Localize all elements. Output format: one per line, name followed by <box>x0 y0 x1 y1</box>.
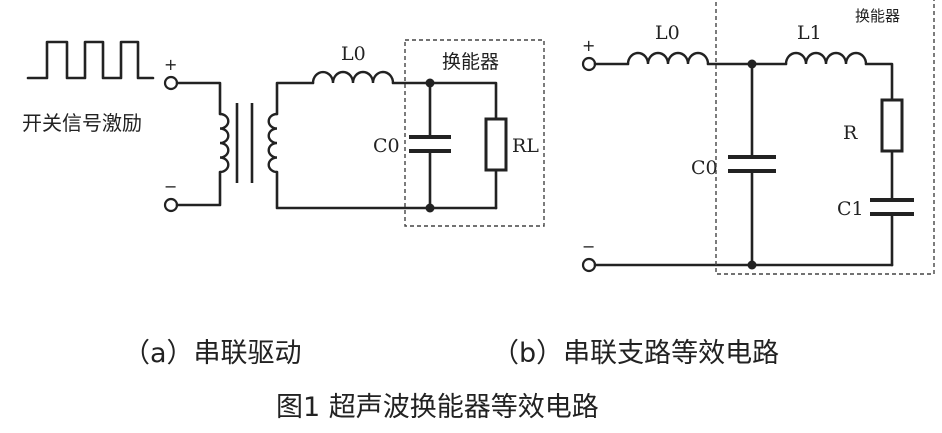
inductor-l1-label: L1 <box>797 22 822 44</box>
plus-sign-a: + <box>164 55 177 74</box>
primary-wire-top <box>175 81 222 116</box>
capacitor-c0-a-label: C0 <box>373 135 400 157</box>
inductor-l0-a-label: L0 <box>341 43 366 65</box>
panel-a: 开关信号激励 + − L0 C0 RL 换能器 <box>22 39 545 227</box>
secondary-wire-top <box>275 81 315 116</box>
junction-bottom-b <box>747 260 757 270</box>
plus-sign-b: + <box>582 36 595 55</box>
transducer-label-a: 换能器 <box>442 51 499 73</box>
terminal-minus-b <box>581 257 597 273</box>
terminal-plus-a <box>163 75 179 91</box>
transducer-box-b <box>715 0 935 275</box>
resistor-r <box>880 98 904 153</box>
terminal-plus-b <box>581 56 597 72</box>
caption-a: （a）串联驱动 <box>123 338 302 369</box>
square-wave-icon <box>26 40 155 80</box>
caption-b: （b）串联支路等效电路 <box>492 338 779 369</box>
terminal-minus-a <box>163 197 179 213</box>
primary-wire-bottom <box>175 170 222 207</box>
minus-sign-a: − <box>164 177 177 196</box>
inductor-l1 <box>784 51 868 65</box>
resistor-rl-label: RL <box>512 135 539 157</box>
secondary-wire-bottom <box>275 170 498 210</box>
source-label: 开关信号激励 <box>22 111 142 135</box>
minus-sign-b: − <box>582 237 595 256</box>
transducer-box-a <box>404 39 545 227</box>
inductor-l0-a <box>311 70 395 84</box>
transformer-primary-coil <box>219 112 230 174</box>
transducer-label-b: 换能器 <box>855 7 900 25</box>
top-rail-a <box>391 81 498 121</box>
capacitor-c0-b-label: C0 <box>691 157 718 179</box>
resistor-r-label: R <box>843 122 858 144</box>
inductor-l0-b-label: L0 <box>655 22 680 44</box>
l1-right-wire <box>864 62 894 102</box>
figure-title: 图1 超声波换能器等效电路 <box>276 392 599 423</box>
inductor-l0-b <box>626 51 710 65</box>
capacitor-c1-label: C1 <box>837 198 864 220</box>
panel-b: + − L0 L1 R C1 C0 换能器 <box>581 0 935 275</box>
resistor-rl <box>484 117 508 172</box>
transformer-secondary-coil <box>267 112 278 174</box>
